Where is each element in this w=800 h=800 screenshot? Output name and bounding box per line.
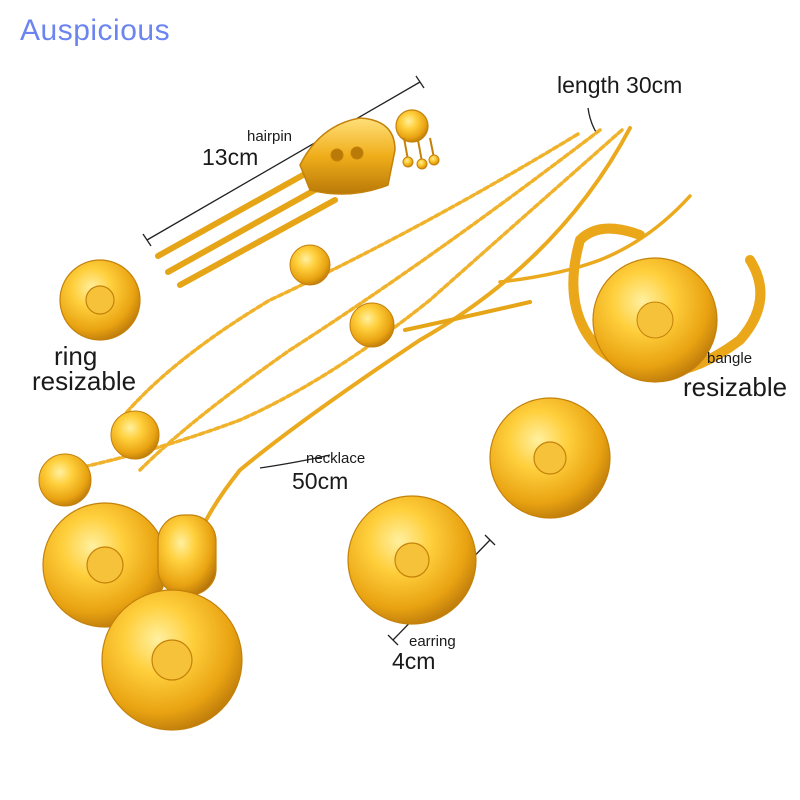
chain-flowers bbox=[38, 244, 395, 507]
bangle bbox=[568, 223, 766, 383]
earring-size-label: 4cm bbox=[392, 648, 436, 674]
chains bbox=[68, 126, 692, 562]
ring-label: ring bbox=[54, 341, 98, 371]
necklace-pendants bbox=[42, 502, 243, 731]
ring bbox=[59, 259, 141, 341]
brand-logo-text: Auspicious bbox=[20, 14, 171, 47]
necklace-size-label: 50cm bbox=[292, 468, 349, 494]
necklace-label: necklace bbox=[306, 450, 366, 467]
length-label: length 30cm bbox=[557, 72, 683, 98]
hairpin-label: hairpin bbox=[247, 128, 293, 145]
bangle-label: bangle bbox=[707, 350, 753, 367]
ring-resizable-label: resizable bbox=[32, 366, 137, 396]
bangle-resizable-label: resizable bbox=[683, 372, 788, 402]
earring-label: earring bbox=[409, 633, 456, 650]
hairpin-size-label: 13cm bbox=[202, 144, 259, 170]
hairpin bbox=[155, 109, 440, 288]
earrings bbox=[347, 397, 611, 625]
